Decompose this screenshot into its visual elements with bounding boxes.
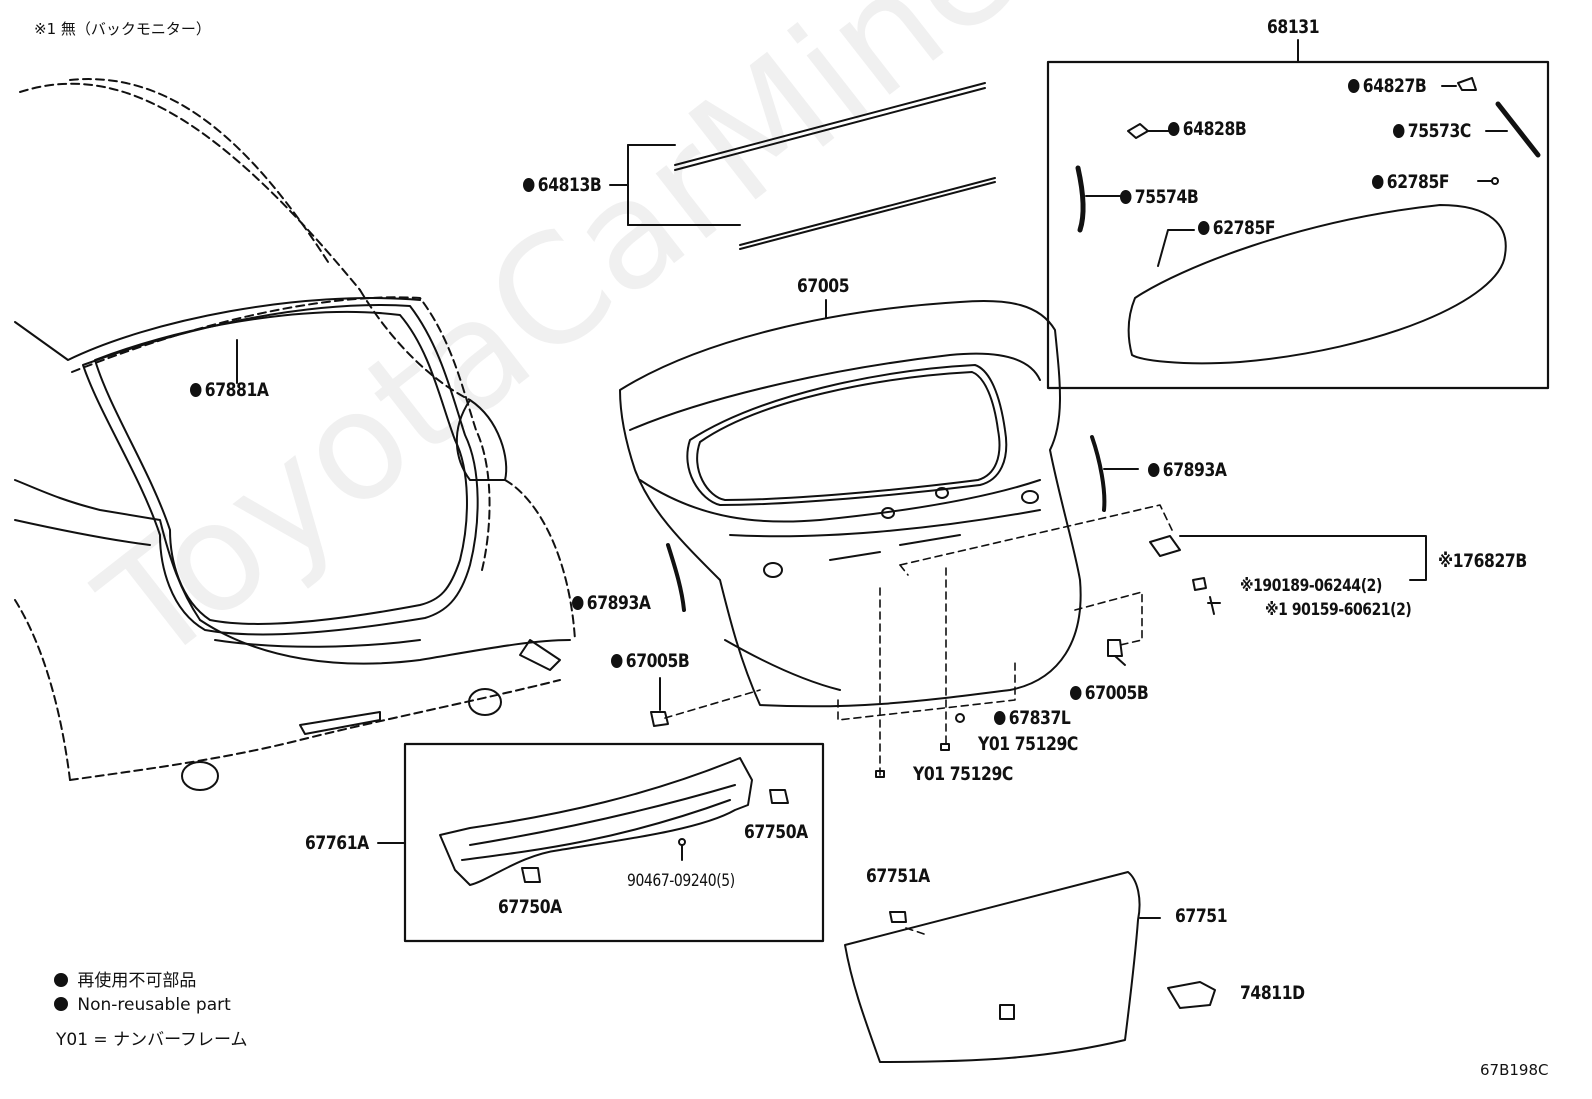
non-reusable-mark: [1393, 124, 1405, 138]
part-number: 67893A: [586, 592, 651, 614]
callout-64827B: 64827B: [1348, 75, 1427, 97]
legend-y01: Y01 = ナンバーフレーム: [56, 1030, 248, 1050]
part-number: 64828B: [1182, 118, 1247, 140]
callout-67893A-left: 67893A: [572, 594, 651, 613]
legend-line-jp: 再使用不可部品: [54, 973, 196, 990]
trim-board: [844, 871, 1216, 1063]
callout-75573C: 75573C: [1393, 122, 1471, 141]
callout-68131: 68131: [1267, 16, 1320, 38]
construction-lines: [664, 504, 1173, 935]
non-reusable-mark: [190, 383, 202, 397]
non-reusable-mark: [572, 596, 584, 610]
callout-67005B-left: 67005B: [611, 650, 690, 672]
clips: [650, 535, 1427, 778]
non-reusable-mark: [611, 654, 623, 668]
callout-74811D: 74811D: [1240, 982, 1305, 1004]
callout-64828B: 64828B: [1168, 118, 1247, 140]
callout-67005B-right: 67005B: [1070, 682, 1149, 704]
callout-67750A-right: 67750A: [744, 821, 808, 843]
non-reusable-mark: [1070, 686, 1082, 700]
callout-76827B: ※176827B: [1438, 552, 1527, 571]
non-reusable-mark: [1148, 463, 1160, 477]
legend-text: Non-reusable part: [77, 995, 231, 1015]
part-number: 76827B: [1463, 550, 1527, 572]
part-number: 64827B: [1362, 75, 1427, 97]
callout-67761A: 67761A: [305, 832, 369, 854]
ref-mark: ※1: [1240, 576, 1263, 596]
part-number: 67893A: [1162, 459, 1227, 481]
callout-62785F-a: 62785F: [1372, 171, 1450, 193]
ref-mark: ※1: [1438, 550, 1464, 572]
callout-67750A-left: 67750A: [498, 896, 562, 918]
ref-mark: ※1: [1265, 600, 1288, 620]
non-reusable-mark: [54, 973, 68, 987]
callout-67751A: 67751A: [866, 865, 930, 887]
back-door-drawing: [619, 299, 1082, 708]
callout-75129C-b: Y01 75129C: [913, 763, 1013, 785]
callout-67751: 67751: [1175, 905, 1228, 927]
part-number: 67881A: [204, 379, 269, 401]
header-note: ※1 無（バックモニター）: [34, 20, 211, 38]
part-number: 64813B: [537, 174, 602, 196]
part-number: 67837L: [1008, 707, 1071, 729]
part-number: 90159-60621(2): [1291, 600, 1412, 620]
non-reusable-mark: [1372, 175, 1384, 189]
non-reusable-mark: [1168, 122, 1180, 136]
non-reusable-mark: [1198, 221, 1210, 235]
strip-67893A-right: [1090, 435, 1107, 512]
callout-67005: 67005: [797, 275, 850, 297]
strip-67893A-left: [666, 543, 686, 612]
garnish-box: [377, 742, 825, 943]
non-reusable-mark: [1120, 190, 1132, 204]
callout-62785F-b: 62785F: [1198, 217, 1276, 239]
non-reusable-mark: [523, 178, 535, 192]
non-reusable-mark: [994, 711, 1006, 725]
callout-67837L: 67837L: [994, 707, 1071, 729]
callout-67881A: 67881A: [190, 381, 269, 400]
moulding-drawing: [609, 82, 996, 250]
car-body-drawing: [14, 78, 576, 791]
non-reusable-mark: [1348, 79, 1360, 93]
diagram-code: 67B198C: [1480, 1061, 1549, 1079]
callout-75129C-a: Y01 75129C: [978, 733, 1078, 755]
callout-90189-06244: ※190189-06244(2): [1240, 578, 1382, 595]
part-number: 62785F: [1212, 217, 1276, 239]
part-number: 67005B: [625, 650, 690, 672]
callout-90159-60621: ※1 90159-60621(2): [1265, 600, 1412, 620]
non-reusable-mark: [54, 997, 68, 1011]
spoiler-kit-box: [1046, 39, 1550, 390]
part-number: 75573C: [1407, 120, 1472, 142]
legend-line-en: Non-reusable part: [54, 997, 231, 1014]
callout-90467-09240: 90467-09240(5): [627, 871, 735, 891]
callout-75574B: 75574B: [1120, 186, 1199, 208]
part-number: 75574B: [1134, 186, 1199, 208]
part-number: 62785F: [1386, 171, 1450, 193]
part-number: 90189-06244(2): [1262, 576, 1382, 596]
callout-64813B: 64813B: [523, 174, 602, 196]
legend-text: 再使用不可部品: [77, 971, 197, 991]
callout-67893A-right: 67893A: [1148, 461, 1227, 480]
part-number: 67005B: [1084, 682, 1149, 704]
